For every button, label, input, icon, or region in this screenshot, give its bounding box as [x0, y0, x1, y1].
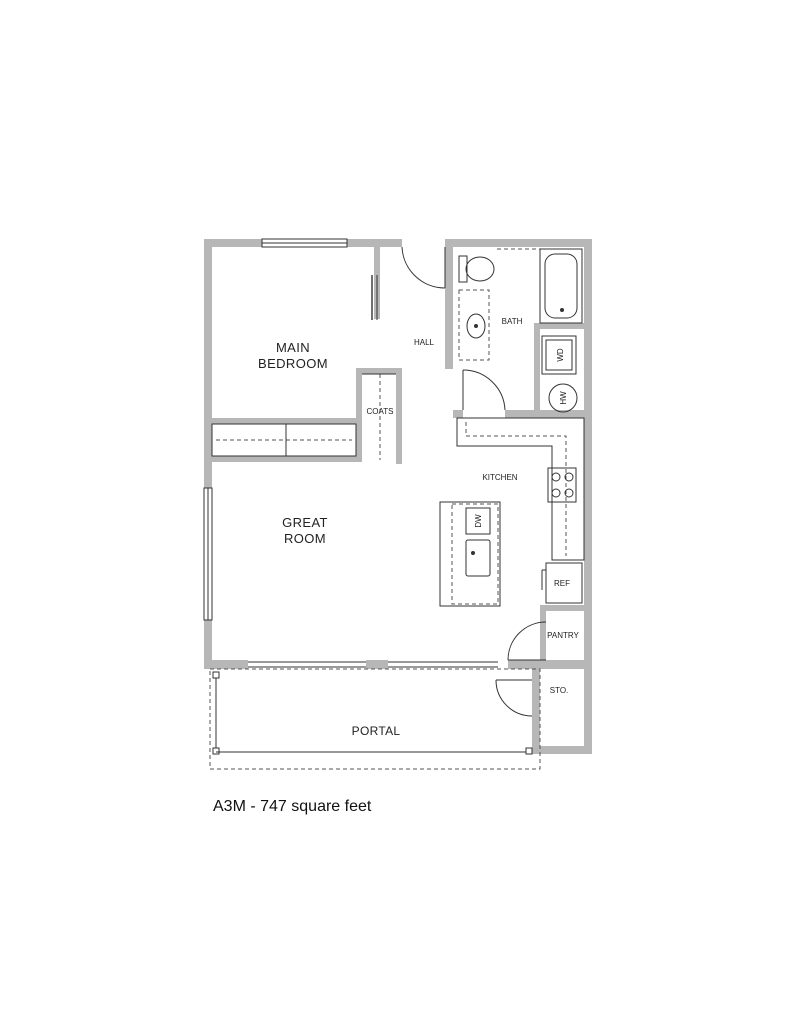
label-great-room-2: ROOM: [284, 531, 326, 546]
doors: [401, 246, 547, 717]
label-main-bedroom-2: BEDROOM: [258, 356, 328, 371]
label-kitchen: KITCHEN: [482, 473, 517, 482]
caption-model: A3M: [213, 798, 246, 815]
kitchen-island: [439, 501, 501, 607]
label-hall: HALL: [414, 338, 435, 347]
bath-fixtures: [458, 248, 583, 361]
label-pantry: PANTRY: [547, 631, 579, 640]
label-wd: WD: [556, 348, 565, 362]
label-sto: STO.: [550, 686, 569, 695]
bedroom-slider: [371, 275, 378, 320]
exterior-walls: [203, 238, 592, 754]
room-labels: MAIN BEDROOM HALL BATH COATS KITCHEN GRE…: [258, 317, 580, 738]
bedroom-closet: [211, 423, 357, 457]
label-coats: COATS: [367, 407, 394, 416]
label-portal: PORTAL: [352, 724, 401, 738]
label-dw: DW: [474, 514, 483, 528]
plan-caption: A3M - 747 square feet: [213, 798, 371, 816]
interior-walls: [212, 239, 584, 660]
laundry: [541, 335, 578, 413]
caption-separator: -: [245, 798, 261, 815]
label-bath: BATH: [502, 317, 523, 326]
label-main-bedroom-1: MAIN: [276, 340, 310, 355]
label-great-room-1: GREAT: [282, 515, 328, 530]
portal-outline: [209, 668, 541, 770]
label-hw: HW: [559, 391, 568, 405]
caption-area: 747 square feet: [260, 798, 372, 815]
kitchen-counters: [456, 417, 585, 604]
label-ref: REF: [554, 579, 570, 588]
coats-closet: [362, 373, 396, 460]
